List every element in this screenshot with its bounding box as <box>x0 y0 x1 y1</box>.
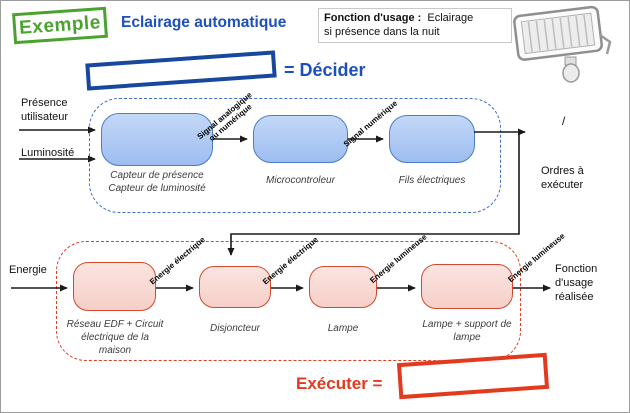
usage-line1: Fonction d'usage : Eclairage <box>324 11 506 25</box>
microcontroller-block-label: Microcontroleur <box>266 175 335 186</box>
slash-mark: / <box>562 114 566 128</box>
orders-label: Ordres à exécuter <box>541 165 584 191</box>
microcontroller-block <box>253 115 348 163</box>
breaker-label: Disjoncteur <box>209 323 261 334</box>
decide-stamp-box <box>85 50 277 91</box>
input-energie-label: Energie <box>9 264 47 276</box>
decide-label: = Décider <box>284 60 366 80</box>
lamp-label: Lampe <box>327 323 359 334</box>
usage-function-note: Fonction d'usage : Eclairage si présence… <box>318 8 512 43</box>
execute-label: Exécuter = <box>296 374 383 393</box>
floodlight-image <box>513 5 612 83</box>
output-function-label: Fonction d'usage réalisée <box>555 263 598 303</box>
page-title: Eclairage automatique <box>121 14 287 31</box>
edf-network-block <box>73 262 156 311</box>
wires-block <box>389 115 475 163</box>
sensor-block-label: Capteur de présence Capteur de luminosit… <box>108 170 206 194</box>
input-luminosite-label: Luminosité <box>21 147 75 159</box>
lamp-block <box>309 266 377 308</box>
input-presence-label: Présence utilisateur <box>21 97 69 123</box>
edf-network-label: Réseau EDF + Circuit électrique de la ma… <box>66 319 164 356</box>
usage-label: Fonction d'usage : <box>324 12 422 24</box>
lamp-support-label: Lampe + support de lampe <box>422 319 512 343</box>
breaker-block <box>199 266 271 308</box>
sensor-block <box>101 113 213 166</box>
usage-text: Eclairage <box>427 12 474 24</box>
lamp-support-block <box>421 264 513 309</box>
example-stamp: Exemple <box>12 6 108 45</box>
usage-line2: si présence dans la nuit <box>324 26 440 39</box>
wires-block-label: Fils électriques <box>398 175 466 186</box>
